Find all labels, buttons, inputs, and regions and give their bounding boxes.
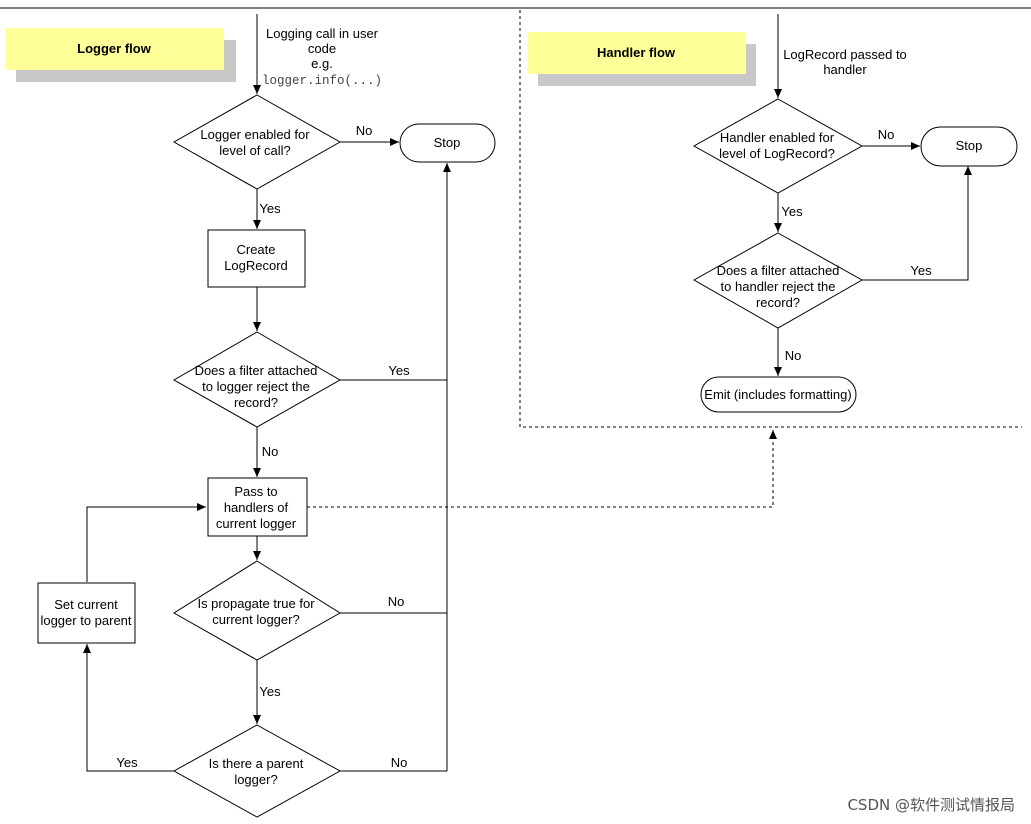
handler-flow-title: Handler flow — [597, 45, 676, 60]
label-propagate-yes: Yes — [259, 684, 281, 699]
create-line-2: LogRecord — [224, 258, 288, 273]
label-enabled-no: No — [356, 123, 373, 138]
logger-filter-line-1: Does a filter attached — [195, 363, 318, 378]
process-pass-to-handlers — [207, 477, 308, 537]
pass-line-1: Pass to — [234, 484, 277, 499]
parent-line-1: Is there a parent — [209, 756, 304, 771]
decision-handler-filter — [692, 232, 864, 329]
handler-enabled-line-2: level of LogRecord? — [719, 146, 835, 161]
logger-filter-line-3: record? — [234, 395, 278, 410]
stop-label-logger: Stop — [434, 135, 461, 150]
handler-flow-title-box: Handler flow — [528, 32, 756, 86]
edge-handler-filter-yes — [862, 166, 972, 281]
stop-label-handler: Stop — [956, 138, 983, 153]
logger-enabled-line-2: level of call? — [219, 143, 291, 158]
label-propagate-no: No — [388, 594, 405, 609]
emit-label: Emit (includes formatting) — [704, 387, 851, 402]
logger-flow-title: Logger flow — [77, 41, 152, 56]
pass-line-2: handlers of — [224, 500, 289, 515]
edge-pass-to-handler-flow — [307, 430, 777, 508]
handler-entry-line-1: LogRecord passed to — [783, 47, 907, 62]
logger-entry-code: logger.info(...) — [262, 74, 382, 88]
logger-enabled-line-1: Logger enabled for — [200, 127, 310, 142]
decision-parent-logger — [172, 724, 342, 818]
label-filter-no: No — [262, 444, 279, 459]
set-parent-line-1: Set current — [54, 597, 118, 612]
pass-line-3: current logger — [216, 516, 297, 531]
label-handler-enabled-yes: Yes — [781, 204, 803, 219]
label-filter-yes: Yes — [388, 363, 410, 378]
handler-entry-line-2: handler — [823, 62, 867, 77]
csdn-watermark: CSDN @软件测试情报局 — [847, 796, 1015, 814]
label-parent-no: No — [391, 755, 408, 770]
process-create-logrecord — [207, 229, 306, 288]
stop-terminal-handler — [920, 126, 1018, 167]
parent-line-2: logger? — [234, 772, 277, 787]
handler-enabled-line-1: Handler enabled for — [720, 130, 835, 145]
edge-parent-yes — [83, 644, 174, 772]
logger-entry-line-2: code — [308, 41, 336, 56]
propagate-line-2: current logger? — [212, 612, 299, 627]
label-parent-yes: Yes — [116, 755, 138, 770]
decision-logger-filter — [172, 331, 342, 428]
label-enabled-yes: Yes — [259, 201, 281, 216]
logger-filter-line-2: to logger reject the — [202, 379, 310, 394]
stop-terminal-logger — [399, 123, 496, 163]
logger-entry-line-1: Logging call in user — [266, 26, 379, 41]
logger-flow-title-box: Logger flow — [6, 28, 236, 82]
set-parent-line-2: logger to parent — [40, 613, 131, 628]
handler-filter-line-3: record? — [756, 295, 800, 310]
label-handler-enabled-no: No — [878, 127, 895, 142]
decision-propagate — [173, 560, 341, 661]
handler-filter-line-2: to handler reject the — [721, 279, 836, 294]
terminal-emit — [700, 376, 857, 413]
handler-flow-region — [519, 10, 1022, 428]
create-line-1: Create — [236, 242, 275, 257]
label-handler-filter-yes: Yes — [910, 263, 932, 278]
process-set-parent — [37, 582, 136, 644]
propagate-line-1: Is propagate true for — [197, 596, 315, 611]
handler-filter-line-1: Does a filter attached — [717, 263, 840, 278]
decision-handler-enabled — [692, 98, 864, 194]
label-handler-filter-no: No — [785, 348, 802, 363]
decision-logger-enabled — [172, 94, 342, 190]
logger-entry-line-3: e.g. — [311, 56, 333, 71]
edge-set-parent-loop — [86, 503, 206, 582]
